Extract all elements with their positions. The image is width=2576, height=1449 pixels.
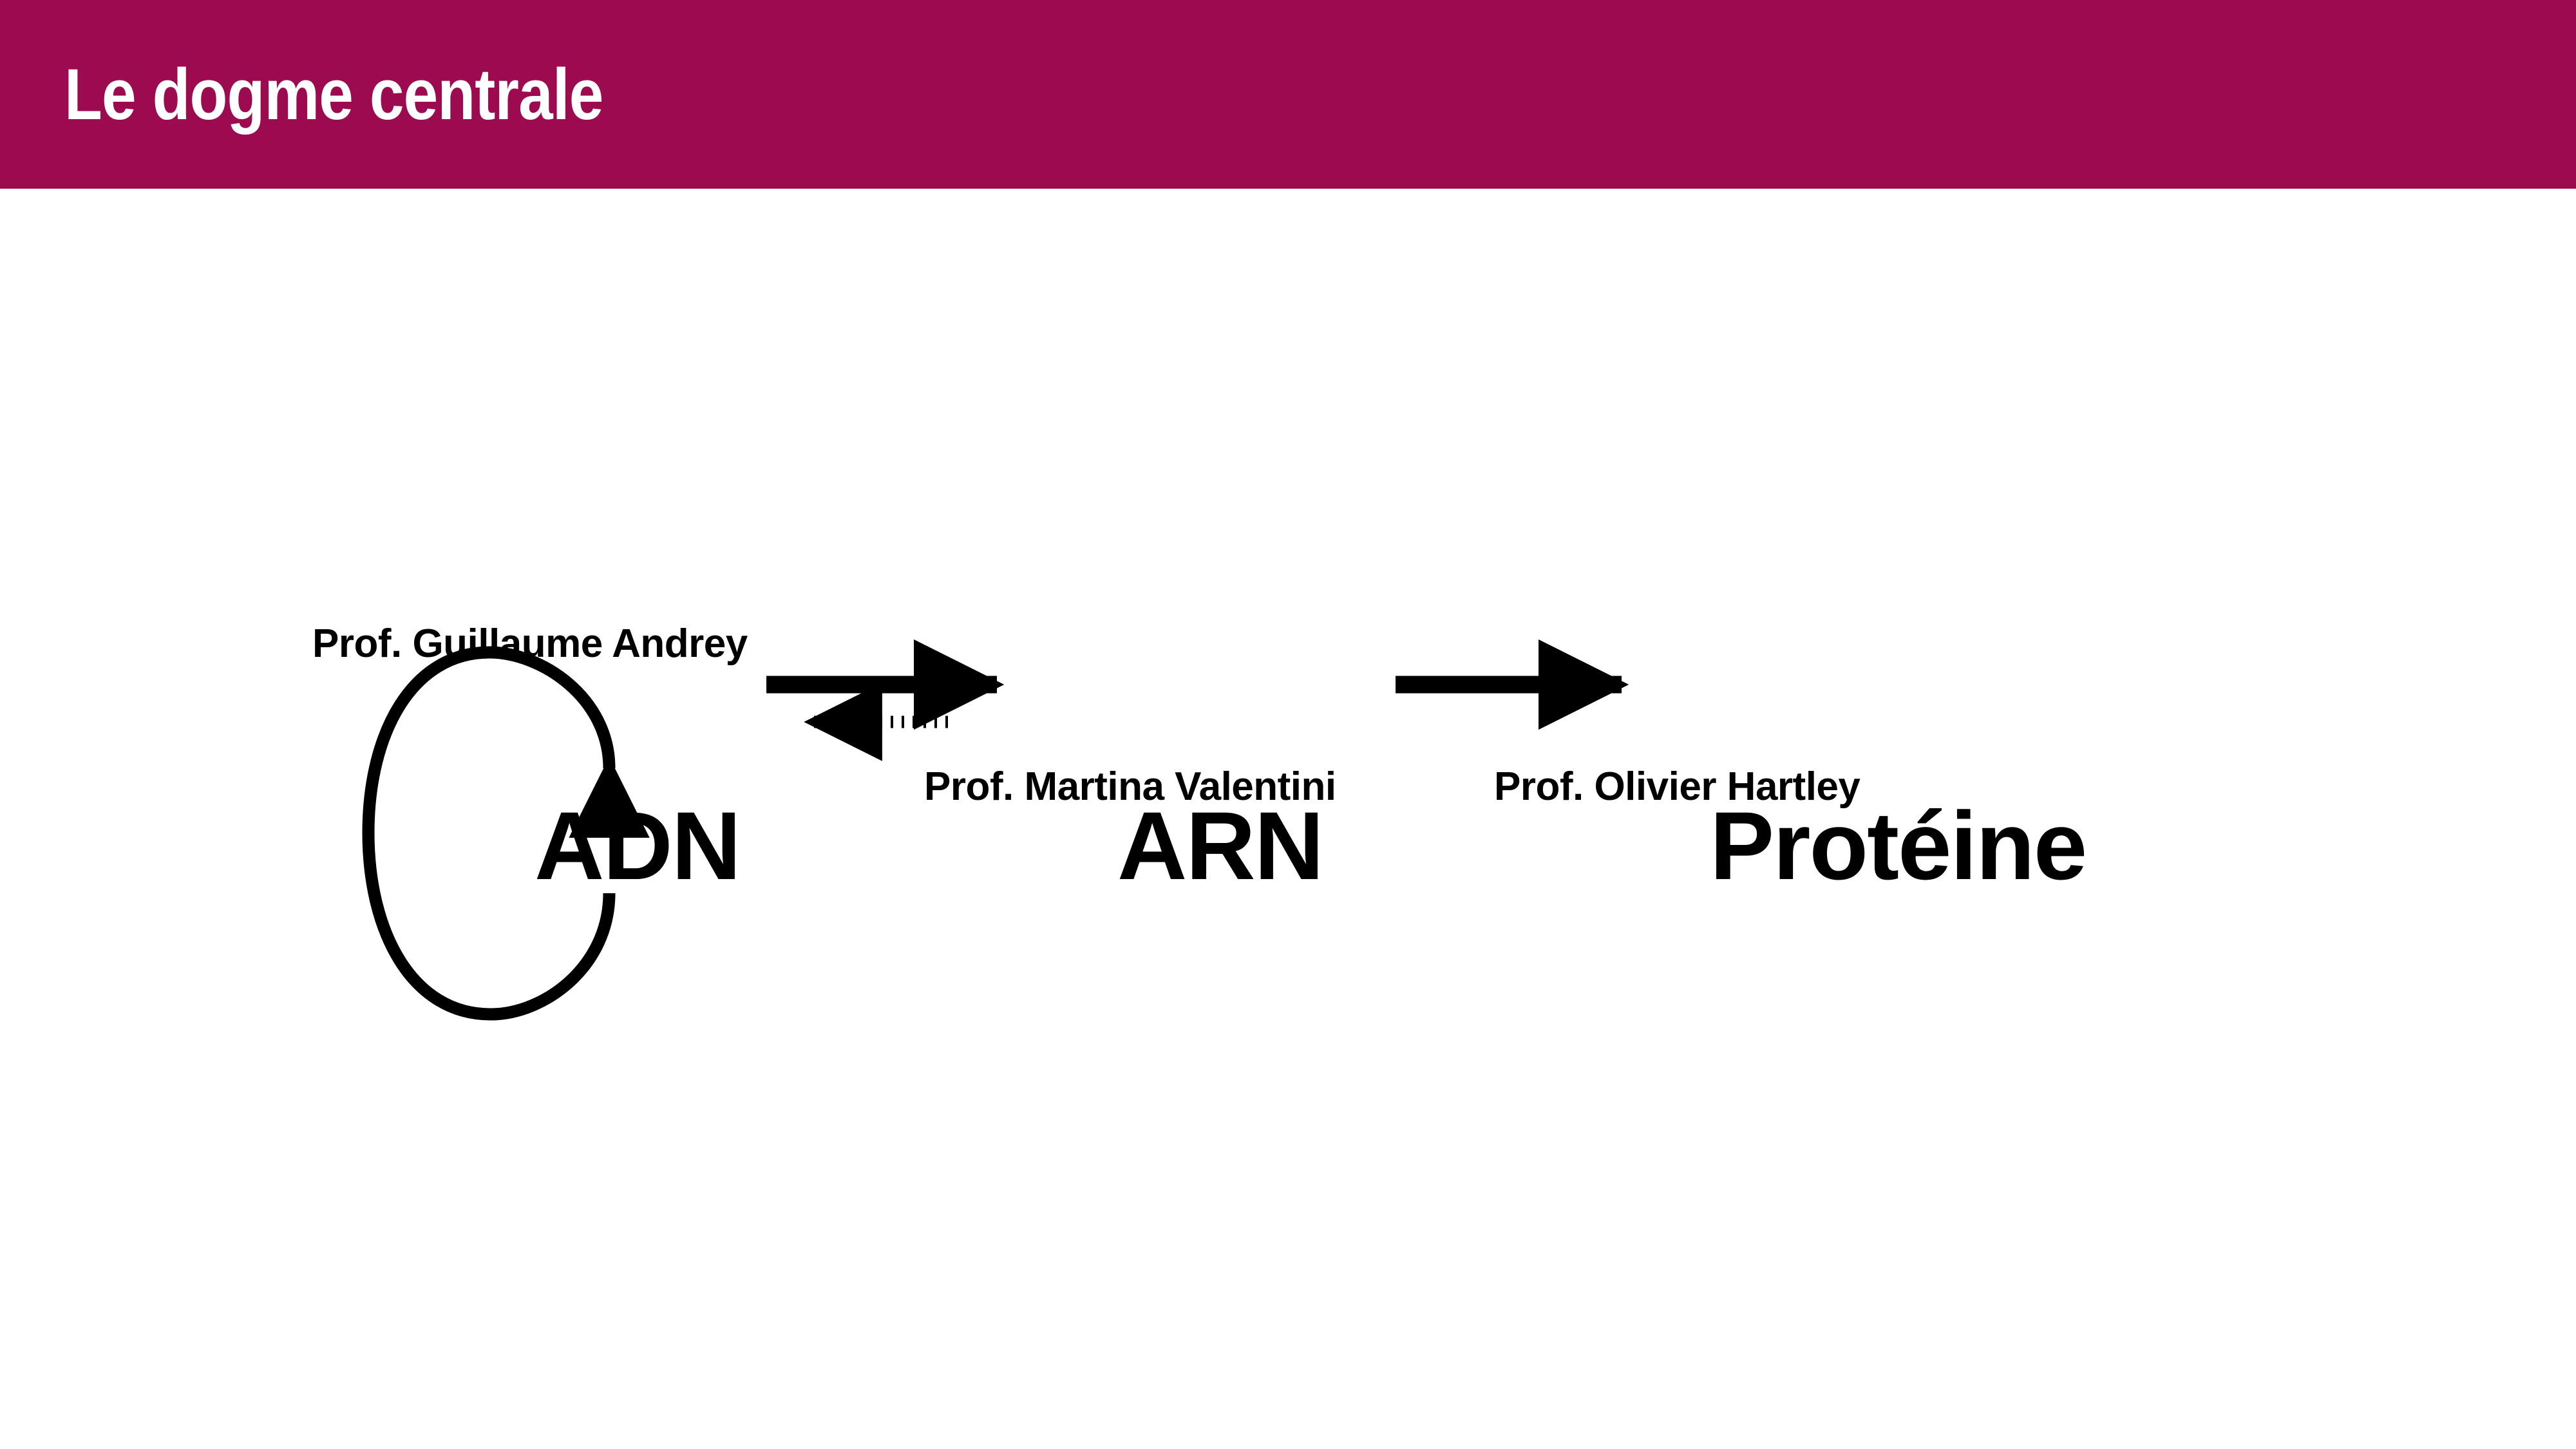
node-label-arn: ARN [1117,791,1324,900]
annotation-prof-martina-valentini: Prof. Martina Valentini [924,764,1336,809]
central-dogma-diagram [362,639,1629,1021]
replication-loop-arrow [362,646,650,1021]
diagram-canvas: ADN ARN Protéine Prof. Guillaume Andrey … [0,189,2576,1449]
page-title: Le dogme centrale [64,54,603,135]
slide-header-bar: Le dogme centrale [0,0,2576,189]
annotation-prof-olivier-hartley: Prof. Olivier Hartley [1494,764,1861,809]
node-label-adn: ADN [535,791,741,900]
annotation-prof-guillaume-andrey: Prof. Guillaume Andrey [312,621,748,666]
node-label-proteine: Protéine [1710,791,2087,900]
